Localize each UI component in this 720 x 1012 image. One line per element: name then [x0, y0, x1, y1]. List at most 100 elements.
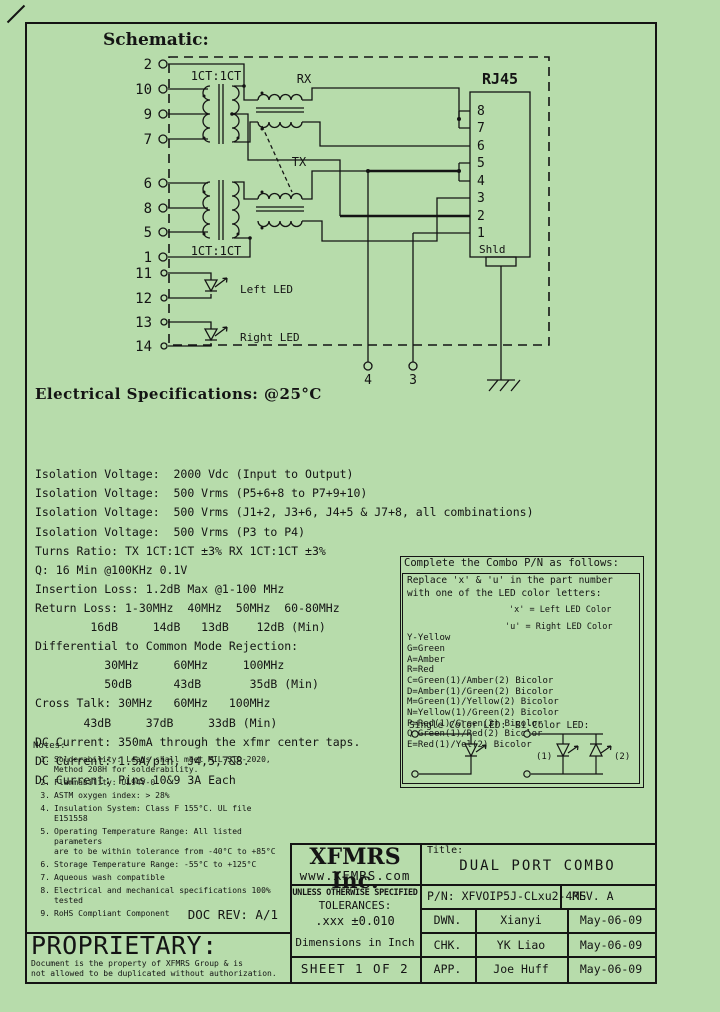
note-text: Operating Temperature Range: All listed … [54, 827, 276, 856]
company-name: XFMRS Inc. [309, 844, 401, 894]
note-item: 6. Storage Temperature Range: -55°C to +… [33, 860, 285, 870]
spec-line: DC Current: 1.5A/pin, J4,5,7&8. [35, 753, 250, 768]
combo-color-line: E=Red(1)/Yel(2) Bicolor [407, 740, 532, 751]
combo-intro: Replace 'x' & 'u' in the part number wit… [407, 575, 613, 600]
note-item: 7. Aqueous wash compatible [33, 873, 285, 883]
spec-line: Insertion Loss: 1.2dB Max @1-100 MHz [35, 581, 285, 596]
titleblock-line [290, 843, 655, 845]
specs-heading: Electrical Specifications: @25°C [35, 385, 322, 403]
combo-x-note: 'x' = Left LED Color [509, 605, 612, 615]
spec-line: DC Current: Pins 10&9 3A Each [35, 772, 236, 787]
spec-line: Isolation Voltage: 500 Vrms (J1+2, J3+6,… [35, 505, 534, 520]
spec-line: Isolation Voltage: 500 Vrms (P3 to P4) [35, 524, 306, 539]
note-text: Flammability: UL94V-0 [54, 778, 156, 787]
note-item: 5. Operating Temperature Range: All list… [33, 827, 285, 857]
spec-line: 43dB 37dB 33dB (Min) [35, 715, 278, 730]
tx-transformer [202, 180, 240, 240]
company-website: www.XFMRS.com [299, 868, 411, 883]
bottom-pin-label: 3 [409, 373, 417, 388]
combo-intro-line1: Replace 'x' & 'u' in the part number [407, 575, 613, 586]
titleblock-line [290, 956, 655, 958]
turns-ratio-label-bottom: 1CT:1CT [191, 244, 242, 258]
note-item: 3. ASTM oxygen index: > 28% [33, 791, 285, 801]
approval-date: May-06-09 [579, 962, 643, 977]
pin-label: 7 [144, 132, 152, 148]
tolerance-note-4: Dimensions in Inch [295, 936, 415, 949]
rx-choke [256, 93, 304, 129]
spec-line: Cross Talk: 30MHz 60MHz 100MHz [35, 696, 271, 711]
notes-section: Notes: 1. Solderability: Leads shall mee… [33, 741, 285, 922]
right-led-label: Right LED [240, 331, 300, 344]
note-number: 7. [40, 873, 50, 882]
pin-label: 14 [135, 339, 152, 355]
combo-color-line: M=Green(1)/Yellow(2) Bicolor [407, 697, 559, 708]
pin-label: 6 [144, 176, 152, 192]
approval-role: APP. [433, 962, 462, 977]
doc-rev: DOC REV: A/1 [187, 907, 278, 922]
tx-choke [256, 192, 304, 228]
dashed-boundary-box [168, 56, 550, 346]
schematic-wires [168, 63, 502, 380]
combo-u-note: 'u' = Right LED Color [505, 622, 613, 632]
bi-led-diagram [523, 730, 612, 778]
pin-terminals [158, 59, 418, 371]
titleblock-line [420, 932, 655, 934]
rj45-pin-label: 5 [477, 156, 485, 171]
combo-color-line: R=Red [407, 665, 435, 676]
note-text: Solderability: Leads shall meet MIL-STD-… [54, 755, 271, 774]
note-text: Insulation System: Class F 155°C. UL fil… [54, 804, 252, 823]
combo-color-line: N=Yellow(1)/Green(2) Bicolor [407, 708, 559, 719]
note-item: 8. Electrical and mechanical specificati… [33, 886, 285, 906]
spec-line: Isolation Voltage: 2000 Vdc (Input to Ou… [35, 467, 354, 482]
note-number: 2. [40, 778, 50, 787]
note-text: Storage Temperature Range: -55°C to +125… [54, 860, 257, 869]
spec-line: 16dB 14dB 13dB 12dB (Min) [35, 620, 326, 635]
tolerance-note-1: UNLESS OTHERWISE SPECIFIED [292, 888, 418, 898]
approval-row: DWN. Xianyi May-06-09 [420, 908, 655, 933]
combo-color-line: P=Red(1)/Green(2) Bicolor [407, 718, 543, 729]
note-number: 3. [40, 791, 50, 800]
schematic-diagram: 2 10 9 7 6 8 5 1 11 12 13 14 8 7 6 5 4 3… [135, 56, 550, 392]
pin-label: 8 [144, 201, 152, 217]
combo-color-line: Y-Yellow [407, 633, 451, 644]
combo-color-line: A=Amber [407, 654, 445, 665]
note-number: 8. [40, 886, 50, 895]
combo-pn-box: Complete the Combo P/N as follows: Repla… [400, 556, 644, 788]
titleblock-line [290, 843, 292, 982]
shield-label: Shld [479, 243, 506, 256]
approval-date: May-06-09 [579, 937, 643, 952]
note-text: RoHS Compliant Component [54, 909, 170, 918]
approval-role: DWN. [433, 913, 462, 928]
single-led-diagram [411, 730, 487, 778]
right-led-symbol [203, 326, 228, 342]
bi-led-label: Bi-Color LED: [515, 720, 590, 731]
titleblock-line [567, 908, 569, 982]
note-item: 2. Flammability: UL94V-0 [33, 778, 285, 788]
turns-ratio-label-top: 1CT:1CT [191, 69, 242, 83]
drawing-title: DUAL PORT COMBO [459, 858, 616, 874]
tolerance-note-2: TOLERANCES: [318, 899, 392, 912]
revision: REV. A [572, 889, 614, 903]
spec-line: Turns Ratio: TX 1CT:1CT ±3% RX 1CT:1CT ±… [35, 543, 326, 558]
note-item: 9. RoHS Compliant Component [33, 909, 285, 919]
approval-name: Xianyi [500, 913, 542, 928]
note-number: 1. [40, 755, 50, 764]
titleblock-line [420, 908, 655, 910]
rj45-pin-label: 3 [477, 191, 485, 206]
note-item: 1. Solderability: Leads shall meet MIL-S… [33, 755, 285, 775]
note-number: 5. [40, 827, 50, 836]
rj45-pin-label: 7 [477, 121, 485, 136]
note-text: Electrical and mechanical specifications… [54, 886, 271, 905]
rj45-pin-label: 4 [477, 174, 485, 189]
titleblock-line [475, 908, 477, 982]
pin-label: 10 [135, 82, 152, 98]
schematic-heading: Schematic: [103, 30, 209, 50]
combo-inner-box: Replace 'x' & 'u' in the part number wit… [402, 573, 640, 784]
approval-name: YK Liao [496, 937, 546, 952]
led-diagrams: (1) (2) [411, 730, 630, 778]
tx-label: TX [292, 155, 307, 169]
pin-label: 1 [144, 250, 152, 266]
bi-led2-label: (2) [614, 752, 630, 762]
note-text: ASTM oxygen index: > 28% [54, 791, 170, 800]
